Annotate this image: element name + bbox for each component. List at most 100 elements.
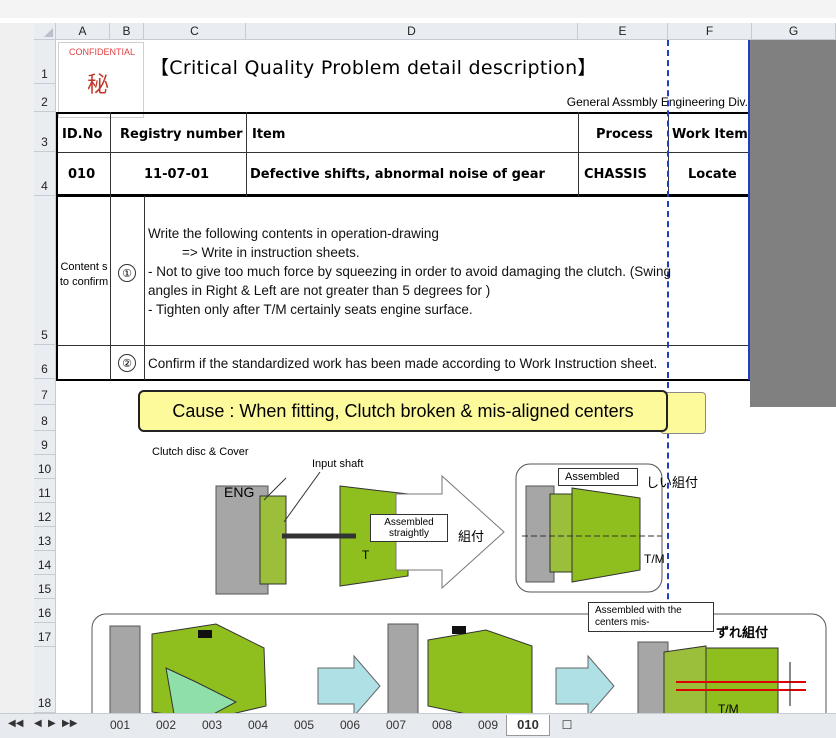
vline-num bbox=[144, 196, 145, 380]
tab-002[interactable]: 002 bbox=[155, 718, 177, 732]
point-1-number: ① bbox=[118, 264, 136, 282]
row-header-3[interactable]: 3 bbox=[34, 112, 56, 152]
point-2-text: Confirm if the standardized work has bee… bbox=[148, 356, 658, 371]
record-id[interactable]: 010 bbox=[68, 166, 96, 182]
row-header-4[interactable]: 4 bbox=[34, 152, 56, 196]
left-gutter bbox=[0, 23, 34, 713]
first-sheet-button[interactable]: ◀◀ bbox=[8, 718, 24, 729]
row-header-15[interactable]: 15 bbox=[34, 575, 56, 599]
tab-006[interactable]: 006 bbox=[339, 718, 361, 732]
confidential-label: CONFIDENTIAL bbox=[69, 47, 136, 57]
transmission-2 bbox=[571, 487, 641, 583]
row-header-7[interactable]: 7 bbox=[34, 379, 56, 405]
page-title: 【Critical Quality Problem detail descrip… bbox=[150, 57, 597, 79]
kumitsuke-label: 組付 bbox=[458, 529, 485, 544]
row-header-14[interactable]: 14 bbox=[34, 551, 56, 575]
row-header-5[interactable]: 5 bbox=[34, 196, 56, 345]
arrow-right-1 bbox=[395, 474, 505, 590]
record-registry[interactable]: 11-07-01 bbox=[144, 166, 210, 182]
insert-sheet-icon[interactable]: ☐ bbox=[561, 718, 573, 732]
row-header-1[interactable]: 1 bbox=[34, 40, 56, 84]
division-label: General Assmbly Engineering Div. bbox=[566, 95, 748, 109]
table-top-border bbox=[56, 112, 750, 114]
row-header-2[interactable]: 2 bbox=[34, 84, 56, 112]
header-row-divider bbox=[56, 152, 750, 153]
record-process[interactable]: CHASSIS bbox=[584, 166, 647, 182]
tab-003[interactable]: 003 bbox=[201, 718, 223, 732]
row-header-9[interactable]: 9 bbox=[34, 431, 56, 455]
row-header-10[interactable]: 10 bbox=[34, 455, 56, 479]
col-header-b[interactable]: B bbox=[110, 23, 144, 40]
assembled-mis-label: Assembled with the centers mis- bbox=[588, 602, 714, 632]
header-id: ID.No bbox=[62, 126, 103, 142]
confidential-stamp: CONFIDENTIAL 秘 bbox=[58, 42, 144, 118]
engine-block-5 bbox=[637, 641, 669, 713]
col-header-d[interactable]: D bbox=[246, 23, 578, 40]
tab-004[interactable]: 004 bbox=[247, 718, 269, 732]
point-1-line-4: angles in Right & Left are not greater t… bbox=[148, 283, 491, 298]
clutch-cover-2 bbox=[549, 493, 573, 573]
arrow-right-2 bbox=[317, 654, 381, 713]
row-header-17[interactable]: 17 bbox=[34, 623, 56, 647]
row-header-18[interactable]: 18 bbox=[34, 647, 56, 713]
clutch-label: Clutch disc & Cover bbox=[152, 446, 249, 458]
engine-block-4 bbox=[387, 623, 419, 713]
transmission-misaligned bbox=[705, 647, 779, 713]
vline-id bbox=[110, 112, 111, 196]
header-registry: Registry number bbox=[120, 126, 243, 142]
sheet-tab-bar: ◀◀ ◀ ▶ ▶▶ 001 002 003 004 005 006 007 00… bbox=[0, 713, 836, 738]
tab-009[interactable]: 009 bbox=[477, 718, 499, 732]
input-shaft-label: Input shaft bbox=[312, 458, 364, 470]
tab-007[interactable]: 007 bbox=[385, 718, 407, 732]
leader-clutch bbox=[263, 477, 287, 501]
outside-print-area bbox=[750, 40, 836, 407]
header-item: Item bbox=[252, 126, 286, 142]
record-row-divider bbox=[56, 194, 750, 197]
select-all-corner[interactable] bbox=[34, 23, 56, 40]
col-header-f[interactable]: F bbox=[668, 23, 752, 40]
row-header-6[interactable]: 6 bbox=[34, 345, 56, 379]
col-header-g[interactable]: G bbox=[752, 23, 836, 40]
point-2-number: ② bbox=[118, 354, 136, 372]
tab-005[interactable]: 005 bbox=[293, 718, 315, 732]
point-1-line-1: Write the following contents in operatio… bbox=[148, 226, 439, 241]
spreadsheet-area: A B C D E F G 1 2 3 4 5 6 7 8 9 10 11 12… bbox=[0, 18, 836, 713]
point-divider bbox=[56, 345, 750, 346]
assembled-straightly-label: Assembled straightly bbox=[370, 514, 448, 542]
bolt-1 bbox=[452, 626, 466, 634]
cause-banner: Cause : When fitting, Clutch broken & mi… bbox=[138, 390, 668, 432]
transmission-shadow bbox=[165, 667, 238, 713]
prev-sheet-button[interactable]: ◀ bbox=[34, 718, 42, 729]
header-work-item: Work Item bbox=[672, 126, 748, 142]
col-header-c[interactable]: C bbox=[144, 23, 246, 40]
tm-label-2: T/M bbox=[718, 702, 739, 713]
transmission-pushed bbox=[427, 629, 533, 713]
misaligned-assembly-label: ずれ組付 bbox=[716, 625, 769, 640]
header-process: Process bbox=[596, 126, 653, 142]
last-sheet-button[interactable]: ▶▶ bbox=[62, 718, 78, 729]
row-header-8[interactable]: 8 bbox=[34, 405, 56, 431]
vline-contents bbox=[110, 196, 111, 380]
tab-001[interactable]: 001 bbox=[109, 718, 131, 732]
record-item[interactable]: Defective shifts, abnormal noise of gear bbox=[250, 166, 545, 182]
tm-label-1: T/M bbox=[644, 552, 665, 566]
correct-assembly-label: しい組付 bbox=[646, 475, 699, 490]
engine-block-3 bbox=[109, 625, 141, 713]
tab-010-active[interactable]: 010 bbox=[506, 715, 550, 736]
point-1-line-3: - Not to give too much force by squeezin… bbox=[148, 264, 672, 279]
col-header-e[interactable]: E bbox=[578, 23, 668, 40]
next-sheet-button[interactable]: ▶ bbox=[48, 718, 56, 729]
col-header-a[interactable]: A bbox=[56, 23, 110, 40]
row-header-11[interactable]: 11 bbox=[34, 479, 56, 503]
vline-reg bbox=[246, 112, 247, 196]
clutch-diagram bbox=[91, 463, 827, 713]
record-work-item[interactable]: Locate bbox=[688, 166, 737, 182]
assembled-label: Assembled bbox=[558, 468, 638, 486]
clutch-cover-1 bbox=[259, 495, 287, 585]
print-area-border bbox=[748, 40, 750, 380]
tab-008[interactable]: 008 bbox=[431, 718, 453, 732]
row-header-13[interactable]: 13 bbox=[34, 527, 56, 551]
row-header-16[interactable]: 16 bbox=[34, 599, 56, 623]
row-header-12[interactable]: 12 bbox=[34, 503, 56, 527]
table-bottom-border bbox=[56, 379, 750, 381]
